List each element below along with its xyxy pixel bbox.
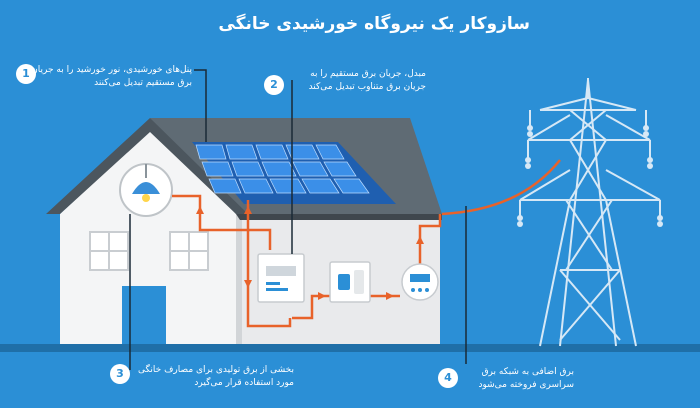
step-1-badge: 1 xyxy=(16,64,36,84)
house-wall-shade xyxy=(236,214,242,344)
door xyxy=(122,286,166,344)
power-tower-icon xyxy=(519,78,661,347)
step-3-badge: 3 xyxy=(110,364,130,384)
step-2-badge: 2 xyxy=(264,75,284,95)
battery-icon xyxy=(329,261,371,303)
meter-icon xyxy=(401,263,439,301)
callout-lines xyxy=(129,69,467,370)
step-3-text: بخشی از برق تولیدی برای مصارف خانگی مورد… xyxy=(137,365,294,388)
ground-line xyxy=(0,344,700,352)
insulators xyxy=(517,125,663,227)
windows xyxy=(89,231,209,271)
step-2-text: مبدل، جریان برق مستقیم را به جریان برق م… xyxy=(308,69,426,92)
solar-panel-icon xyxy=(192,142,396,204)
house-wall-left xyxy=(60,130,240,344)
roof-underside xyxy=(236,214,442,220)
roof-ridge xyxy=(46,118,248,214)
lamp-icon xyxy=(119,163,173,217)
page-title: سازوکار یک نیروگاه خورشیدی خانگی xyxy=(218,14,530,34)
inverter-icon xyxy=(257,253,305,303)
step-1-text: پنل‌های خورشیدی، نور خورشید را به جریان … xyxy=(31,65,192,88)
wire-arrows xyxy=(196,206,424,300)
step-4-text: برق اضافی به شبکه برق سراسری فروخته می‌ش… xyxy=(478,367,574,390)
step-4-badge: 4 xyxy=(438,368,458,388)
